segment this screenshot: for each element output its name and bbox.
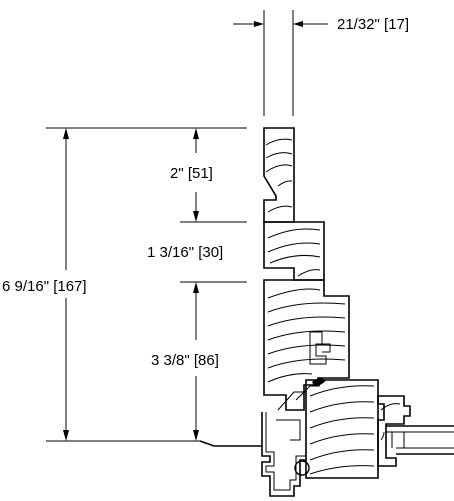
middle-board [263, 221, 325, 281]
glazing-panel [386, 425, 454, 455]
overall-height-label: 6 9/16" [167] [2, 278, 87, 295]
middle-segment-label: 1 3/16" [30] [147, 244, 223, 261]
metal-flashing [199, 378, 326, 497]
thickness-label: 21/32" [17] [337, 16, 409, 33]
sill-frame [305, 379, 385, 479]
thickness-dimension: 21/32" [17] [233, 10, 409, 116]
segment-dimensions: 2" [51] 1 3/16" [30] 3 3/8" [86] [147, 128, 247, 441]
overall-height-dimension: 6 9/16" [167] [2, 127, 247, 442]
top-segment-label: 2" [51] [170, 165, 213, 182]
bottom-segment-label: 3 3/8" [86] [151, 352, 219, 369]
sash-stop [377, 395, 411, 467]
top-board [263, 127, 295, 223]
